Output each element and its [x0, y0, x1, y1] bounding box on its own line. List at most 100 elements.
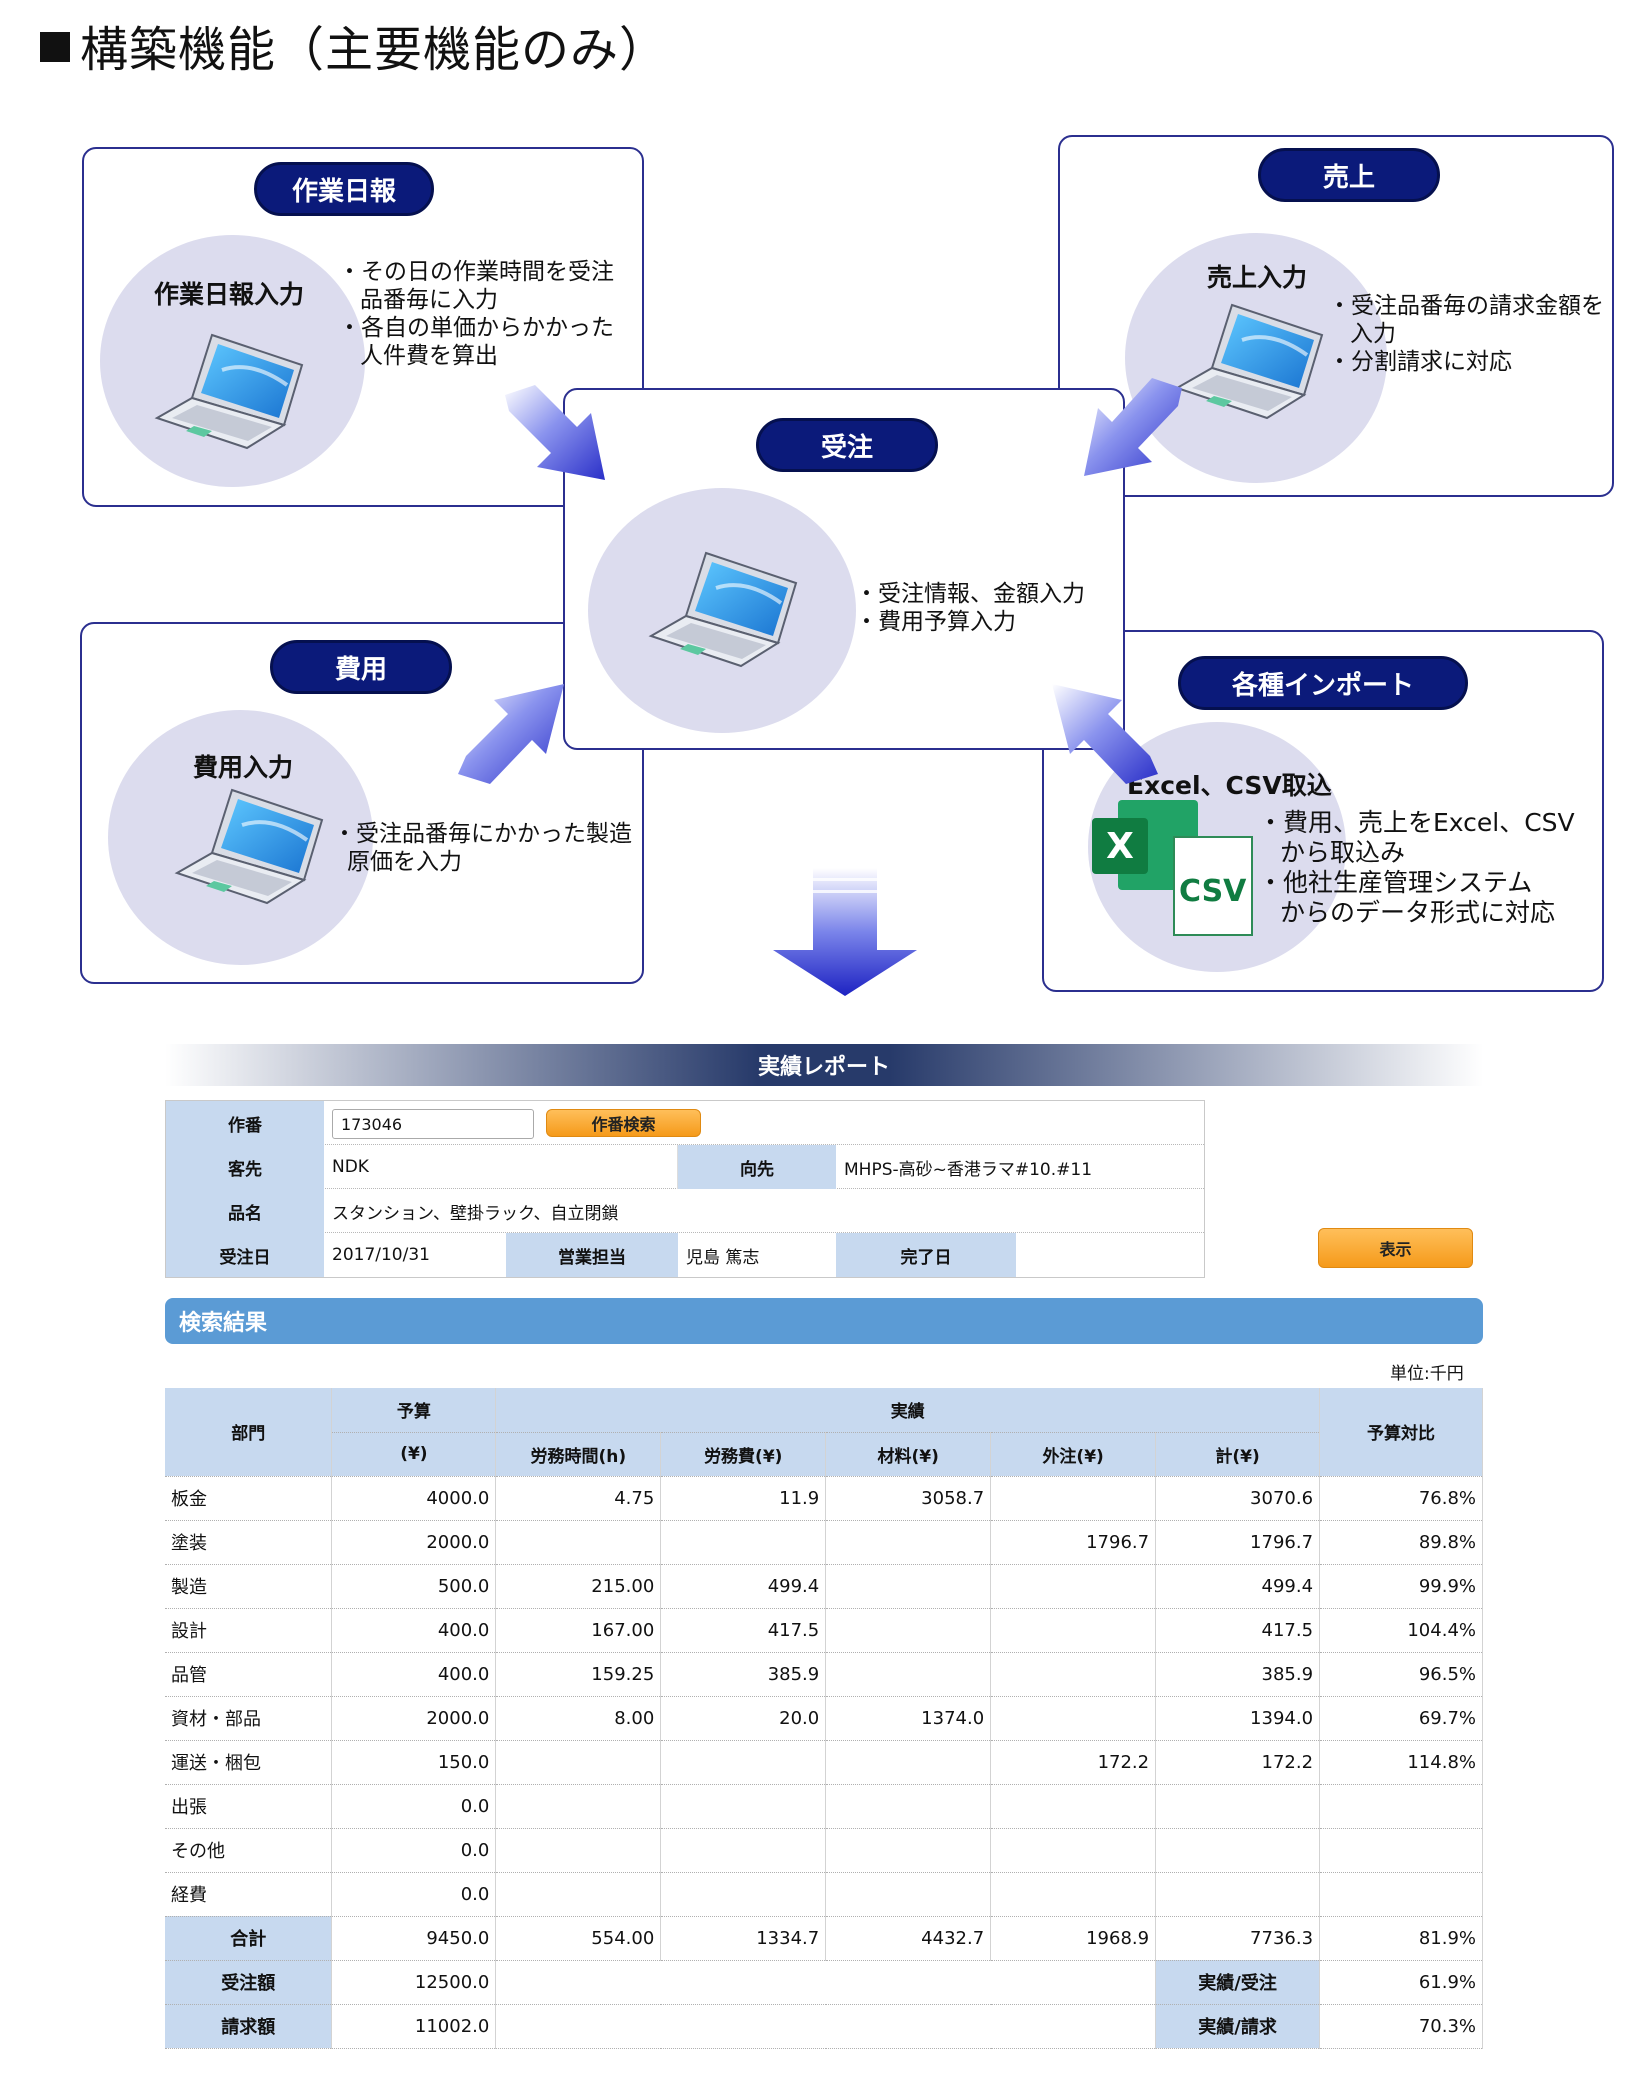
cell-dept: 経費 [165, 1872, 333, 1917]
cost-label: 費用入力 [193, 753, 294, 782]
laptop-icon [646, 548, 806, 668]
cell-total: 172.2 [1155, 1740, 1321, 1785]
cell-budget: 0.0 [331, 1828, 497, 1873]
cell-hours [495, 1740, 662, 1785]
laptop-icon [172, 785, 332, 905]
daily-report-desc: ・その日の作業時間を受注 品番毎に入力 ・各自の単価からかかった 人件費を算出 [338, 259, 614, 369]
header-outsource: 外注(¥) [990, 1432, 1157, 1477]
cell-hours [495, 1784, 662, 1829]
arrow-down-icon [773, 868, 917, 996]
cell-budget: 2000.0 [331, 1520, 497, 1565]
total-row: 合計 9450.0 554.00 1334.7 4432.7 1968.9 77… [165, 1916, 1483, 1961]
cell-total: 3070.6 [1155, 1476, 1321, 1521]
cell-ratio [1319, 1828, 1483, 1873]
sales-rep-value: 児島 篤志 [686, 1247, 760, 1268]
cell-hours: 215.00 [495, 1564, 662, 1609]
import-desc: ・費用、売上をExcel、CSV から取込み ・他社生産管理システム からのデー… [1258, 808, 1575, 927]
cell-outsource [990, 1564, 1157, 1609]
unit-label: 単位:千円 [1390, 1364, 1464, 1384]
arrow-cost-to-order-icon [458, 684, 564, 784]
sakuban-search-button[interactable]: 作番検索 [546, 1109, 701, 1137]
arrow-sales-to-order-icon [1084, 378, 1182, 476]
import-label: Excel、CSV取込 [1127, 771, 1332, 800]
cell-dept: 資材・部品 [165, 1696, 333, 1741]
cell-ratio: 69.7% [1319, 1696, 1483, 1741]
form-row-item: 品名 スタンション、壁掛ラック、自立閉鎖 [166, 1189, 1204, 1233]
cost-pill: 費用 [270, 640, 452, 694]
cell-dept: その他 [165, 1828, 333, 1873]
cell-total [1155, 1828, 1321, 1873]
csv-file-icon: CSV [1173, 836, 1253, 936]
sales-pill: 売上 [1258, 148, 1440, 202]
cell-dept: 運送・梱包 [165, 1740, 333, 1785]
cell-budget: 400.0 [331, 1608, 497, 1653]
cell-total [1155, 1784, 1321, 1829]
cell-ratio [1319, 1784, 1483, 1829]
form-row-client: 客先 NDK 向先 MHPS-高砂~香港ラマ#10.#11 [166, 1145, 1204, 1189]
results-table: 部門 予算 実績 予算対比 (¥) 労務時間(h) 労務費(¥) 材料(¥) 外… [165, 1388, 1483, 2049]
cell-outsource [990, 1696, 1157, 1741]
cell-labor: 385.9 [660, 1652, 827, 1697]
cell-budget: 500.0 [331, 1564, 497, 1609]
arrow-daily-to-order-icon [505, 385, 605, 480]
cell-ratio: 104.4% [1319, 1608, 1483, 1653]
cell-labor [660, 1828, 827, 1873]
cell-labor: 20.0 [660, 1696, 827, 1741]
cell-material [825, 1784, 992, 1829]
cell-material [825, 1608, 992, 1653]
cell-total [1155, 1872, 1321, 1917]
cell-material [825, 1564, 992, 1609]
cell-labor: 11.9 [660, 1476, 827, 1521]
cell-material: 1374.0 [825, 1696, 992, 1741]
cell-outsource [990, 1652, 1157, 1697]
header-dept: 部門 [165, 1388, 333, 1477]
cell-outsource: 1796.7 [990, 1520, 1157, 1565]
header-ratio: 予算対比 [1319, 1388, 1483, 1477]
import-pill: 各種インポート [1178, 656, 1468, 710]
cell-labor [660, 1520, 827, 1565]
cell-dept: 設計 [165, 1608, 333, 1653]
laptop-icon [1172, 300, 1332, 420]
report-form: 作番 173046 作番検索 客先 NDK 向先 MHPS-高砂~香港ラマ#10… [165, 1100, 1205, 1278]
cell-total: 499.4 [1155, 1564, 1321, 1609]
form-row-dates: 受注日 2017/10/31 営業担当 児島 篤志 完了日 [166, 1233, 1204, 1277]
order-desc: ・受注情報、金額入力 ・費用予算入力 [855, 581, 1085, 635]
cell-dept: 製造 [165, 1564, 333, 1609]
done-date-label: 完了日 [836, 1233, 1016, 1277]
cell-outsource [990, 1828, 1157, 1873]
cell-dept: 板金 [165, 1476, 333, 1521]
sakuban-input[interactable]: 173046 [332, 1109, 534, 1139]
sales-rep-label: 営業担当 [506, 1233, 678, 1277]
cell-budget: 0.0 [331, 1784, 497, 1829]
laptop-icon [152, 330, 312, 450]
client-label: 客先 [166, 1145, 324, 1189]
cell-budget: 4000.0 [331, 1476, 497, 1521]
cell-ratio: 96.5% [1319, 1652, 1483, 1697]
done-date-value [1016, 1233, 1204, 1277]
arrow-import-to-order-icon [1052, 684, 1158, 784]
form-row-sakuban: 作番 173046 作番検索 [166, 1101, 1204, 1145]
show-button[interactable]: 表示 [1318, 1228, 1473, 1268]
cell-material [825, 1872, 992, 1917]
cell-ratio: 99.9% [1319, 1564, 1483, 1609]
header-budget: 予算 [331, 1388, 497, 1433]
cell-material [825, 1828, 992, 1873]
cell-total: 385.9 [1155, 1652, 1321, 1697]
dest-label: 向先 [678, 1145, 836, 1189]
page-title: 構築機能（主要機能のみ） [40, 10, 668, 80]
order-pill: 受注 [756, 418, 938, 472]
cell-hours: 167.00 [495, 1608, 662, 1653]
cell-ratio [1319, 1872, 1483, 1917]
header-actual: 実績 [495, 1388, 1321, 1433]
report-header: 実績レポート [165, 1044, 1483, 1086]
item-label: 品名 [166, 1189, 324, 1233]
header-budget-unit: (¥) [331, 1432, 497, 1477]
cell-hours [495, 1828, 662, 1873]
